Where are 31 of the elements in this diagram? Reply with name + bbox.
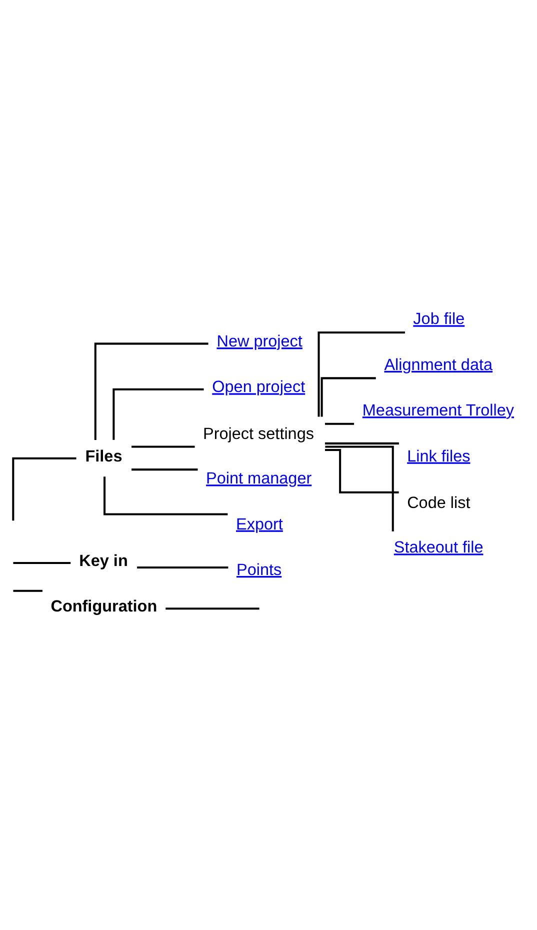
connector: [166, 608, 260, 610]
node-text: Files: [85, 447, 122, 466]
node-text: Points: [236, 560, 282, 579]
node-text: Export: [236, 515, 283, 534]
connector: [137, 566, 228, 569]
node-text: Alignment data: [384, 356, 493, 374]
connector: [325, 449, 399, 494]
node-text: Key in: [79, 552, 128, 570]
node-text: Open project: [212, 378, 306, 396]
connector: [112, 388, 204, 440]
node-text: Link files: [407, 447, 470, 466]
connector: [132, 468, 198, 471]
connector: [320, 377, 376, 417]
node-text: Project settings: [203, 424, 314, 443]
node-text: Measurement Trolley: [362, 402, 514, 420]
connector: [104, 476, 228, 516]
node-text: Job file: [413, 310, 465, 328]
node-text: Configuration: [50, 598, 158, 616]
node-text: Code list: [407, 494, 470, 512]
node-text: Stakeout file: [394, 538, 484, 557]
connector: [318, 332, 405, 417]
connector: [132, 446, 195, 448]
connector: [13, 562, 71, 564]
connector: [94, 342, 208, 440]
connector: [325, 446, 394, 532]
connector: [325, 422, 354, 425]
node-text: New project: [216, 332, 302, 351]
connector: [13, 590, 42, 592]
node-text: Point manager: [206, 470, 312, 488]
connector: [325, 442, 399, 444]
connector: [12, 457, 76, 521]
